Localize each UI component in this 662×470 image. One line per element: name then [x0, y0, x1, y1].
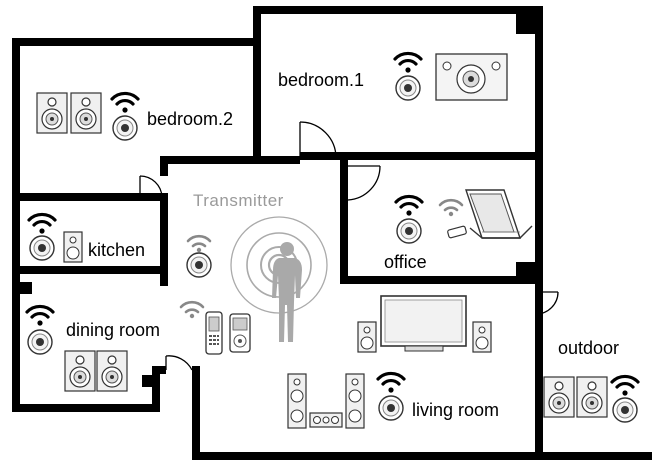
- speaker-icon: [543, 376, 575, 418]
- room-outdoor: outdoor: [543, 338, 640, 423]
- room-label-outdoor: outdoor: [558, 338, 619, 358]
- mp3-player-icon: [229, 313, 251, 353]
- speaker-icon: [357, 321, 377, 353]
- receiver-icon: [29, 235, 55, 261]
- room-bedroom1: bedroom.1: [278, 51, 508, 101]
- speaker-icon: [472, 321, 492, 353]
- room-office: office: [384, 189, 533, 272]
- receiver-icon: [112, 115, 138, 141]
- speaker-icon: [576, 376, 608, 418]
- speaker-icon: [36, 92, 68, 134]
- tower-speaker-icon: [345, 373, 365, 429]
- room-dining: dining room: [25, 304, 160, 392]
- room-bedroom2: bedroom.2: [36, 91, 233, 141]
- speaker-icon: [64, 350, 96, 392]
- wifi-icon: [27, 212, 57, 236]
- transmitter-zone: Transmitter: [179, 191, 328, 355]
- transmitter-label: Transmitter: [193, 191, 284, 210]
- center-speaker-icon: [309, 412, 343, 428]
- tv-icon: [380, 295, 467, 352]
- wifi-icon: [110, 91, 140, 115]
- room-label-bedroom1: bedroom.1: [278, 70, 364, 90]
- room-label-bedroom2: bedroom.2: [147, 109, 233, 129]
- speaker-icon: [96, 350, 128, 392]
- wifi-icon: [438, 198, 464, 218]
- wifi-icon: [610, 374, 640, 398]
- wifi-icon: [394, 194, 424, 218]
- speaker-icon: [70, 92, 102, 134]
- room-kitchen: kitchen: [27, 212, 145, 263]
- hall-transmitter: [186, 234, 212, 278]
- receiver-icon: [395, 75, 421, 101]
- doors: [139, 121, 559, 371]
- soundbar-speaker-icon: [435, 53, 508, 101]
- wifi-icon: [25, 304, 55, 328]
- receiver-icon: [612, 397, 638, 423]
- wifi-icon: [376, 371, 406, 395]
- wifi-icon: [393, 51, 423, 75]
- receiver-icon: [27, 329, 53, 355]
- room-label-dining: dining room: [66, 320, 160, 340]
- walls: [12, 6, 652, 460]
- wifi-icon: [186, 234, 212, 254]
- laptop-icon: [465, 189, 533, 239]
- receiver-icon: [396, 218, 422, 244]
- room-label-office: office: [384, 252, 427, 272]
- tower-speaker-icon: [287, 373, 307, 429]
- person-icon: [272, 242, 302, 342]
- room-label-kitchen: kitchen: [88, 240, 145, 260]
- speaker-icon: [63, 231, 83, 263]
- room-label-living: living room: [412, 400, 499, 420]
- wifi-icon: [179, 300, 205, 320]
- phone-icon: [205, 311, 223, 355]
- receiver-icon: [378, 395, 404, 421]
- usb-dongle-icon: [447, 225, 467, 239]
- room-living: living room: [287, 295, 499, 429]
- receiver-icon: [186, 252, 212, 278]
